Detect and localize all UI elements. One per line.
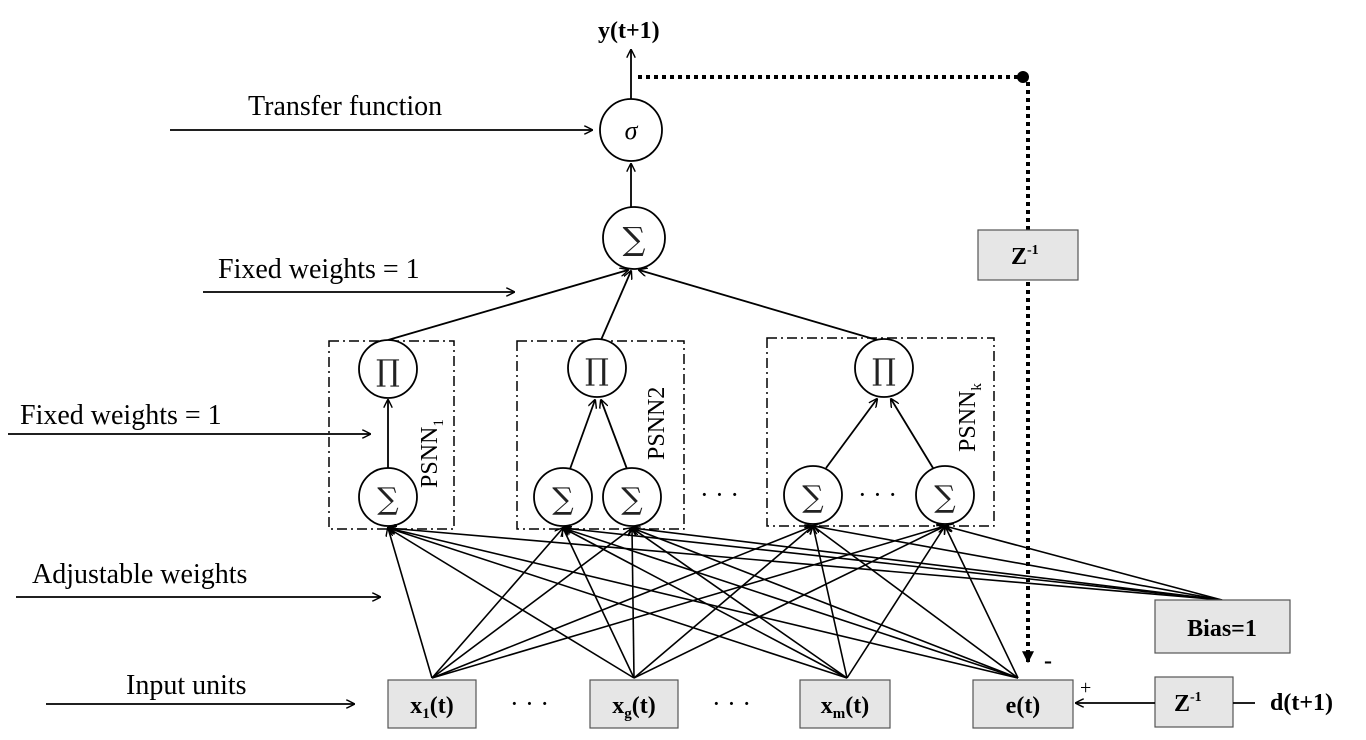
psnn2-suma-to-product-arrow bbox=[569, 400, 595, 470]
psnnk-module-box bbox=[766, 337, 995, 527]
plus-sign: + bbox=[1080, 677, 1091, 699]
weight-connection bbox=[563, 528, 1223, 601]
weight-connection bbox=[388, 528, 635, 679]
weight-connection bbox=[813, 526, 1019, 679]
prodk-to-sum-line bbox=[639, 270, 878, 341]
weight-connection bbox=[945, 526, 1223, 601]
sigma-symbol: σ bbox=[625, 116, 639, 145]
weight-connection bbox=[945, 526, 1019, 679]
transfer-function-label: Transfer function bbox=[248, 91, 442, 122]
psnn2-product-symbol: ∏ bbox=[585, 353, 609, 388]
prod1-to-sum-line bbox=[387, 270, 628, 341]
psnnk-sumb-to-product-arrow bbox=[891, 399, 934, 469]
weight-connection bbox=[813, 526, 1223, 601]
ellipsis-psnnk-sums: · · · bbox=[858, 480, 897, 509]
input-box-xg-label: xg(t) bbox=[612, 693, 655, 722]
psnn2-sum-symbol-b: ∑ bbox=[621, 482, 643, 517]
psnn1-product-symbol: ∏ bbox=[376, 354, 400, 389]
input-box-x1 bbox=[387, 679, 477, 729]
psnnk-label: PSNNk bbox=[955, 383, 985, 452]
weight-connection bbox=[632, 528, 1223, 601]
delay-box-feedback-label: Z-1 bbox=[1011, 243, 1039, 270]
weight-connection bbox=[431, 528, 563, 679]
psnn1-product-node bbox=[358, 339, 418, 399]
transfer-sigma-node bbox=[599, 98, 663, 162]
input-units-label: Input units bbox=[126, 670, 247, 701]
delay-box-feedback bbox=[977, 229, 1079, 281]
top-sum-node bbox=[602, 206, 666, 270]
psnnk-sum-symbol-a: ∑ bbox=[802, 480, 824, 515]
bias-box-label: Bias=1 bbox=[1187, 616, 1257, 642]
target-label: d(t+1) bbox=[1270, 690, 1333, 716]
input-box-xm bbox=[799, 679, 891, 729]
psnnk-product-node bbox=[854, 338, 914, 398]
feedback-junction-dot bbox=[1017, 71, 1029, 83]
adjustable-weight-connections bbox=[388, 526, 1223, 679]
weight-connection bbox=[431, 526, 813, 679]
psnn1-sum-symbol: ∑ bbox=[377, 482, 399, 517]
input-box-xm-label: xm(t) bbox=[821, 693, 869, 722]
weight-connection bbox=[388, 528, 1019, 679]
psnnk-product-symbol: ∏ bbox=[872, 353, 896, 388]
weight-connection bbox=[813, 526, 848, 679]
fixed-weights-mid-label: Fixed weights = 1 bbox=[20, 400, 222, 431]
weight-connection bbox=[431, 528, 632, 679]
error-box-label: e(t) bbox=[1006, 693, 1041, 719]
weight-connection bbox=[431, 526, 945, 679]
weight-connection bbox=[632, 528, 634, 679]
weight-connection bbox=[563, 528, 1019, 679]
psnn2-sumb-to-product-arrow bbox=[601, 400, 628, 470]
weight-connection bbox=[563, 528, 635, 679]
prod2-to-sum-line bbox=[600, 271, 631, 341]
psnn2-sum-symbol-a: ∑ bbox=[552, 482, 574, 517]
psnn1-label: PSNN1 bbox=[417, 419, 447, 488]
weight-connection bbox=[632, 528, 1019, 679]
weight-connection bbox=[632, 528, 848, 679]
psnn2-product-node bbox=[567, 338, 627, 398]
output-label: y(t+1) bbox=[598, 18, 660, 44]
weight-connection bbox=[388, 528, 433, 679]
minus-sign: - bbox=[1044, 648, 1052, 674]
weight-connection bbox=[388, 528, 848, 679]
input-box-x1-label: x1(t) bbox=[410, 693, 453, 722]
fixed-weights-top-label: Fixed weights = 1 bbox=[218, 254, 420, 285]
weight-connection bbox=[388, 528, 1223, 601]
weight-connection bbox=[846, 526, 945, 679]
ellipsis-inputs-1: · · · bbox=[510, 689, 549, 718]
psnnk-suma-to-product-arrow bbox=[825, 399, 877, 469]
input-box-xg bbox=[589, 679, 679, 729]
delay-box-target bbox=[1154, 676, 1234, 728]
psnnk-sum-symbol-b: ∑ bbox=[934, 480, 956, 515]
bias-box bbox=[1154, 599, 1291, 654]
error-box bbox=[972, 679, 1074, 729]
adjustable-weights-label: Adjustable weights bbox=[32, 559, 247, 590]
ellipsis-inputs-2: · · · bbox=[712, 689, 751, 718]
psnn2-label: PSNN2 bbox=[644, 387, 670, 460]
ellipsis-modules: · · · bbox=[700, 480, 739, 509]
top-sum-symbol: ∑ bbox=[623, 220, 646, 258]
delay-box-target-label: Z-1 bbox=[1174, 690, 1202, 717]
